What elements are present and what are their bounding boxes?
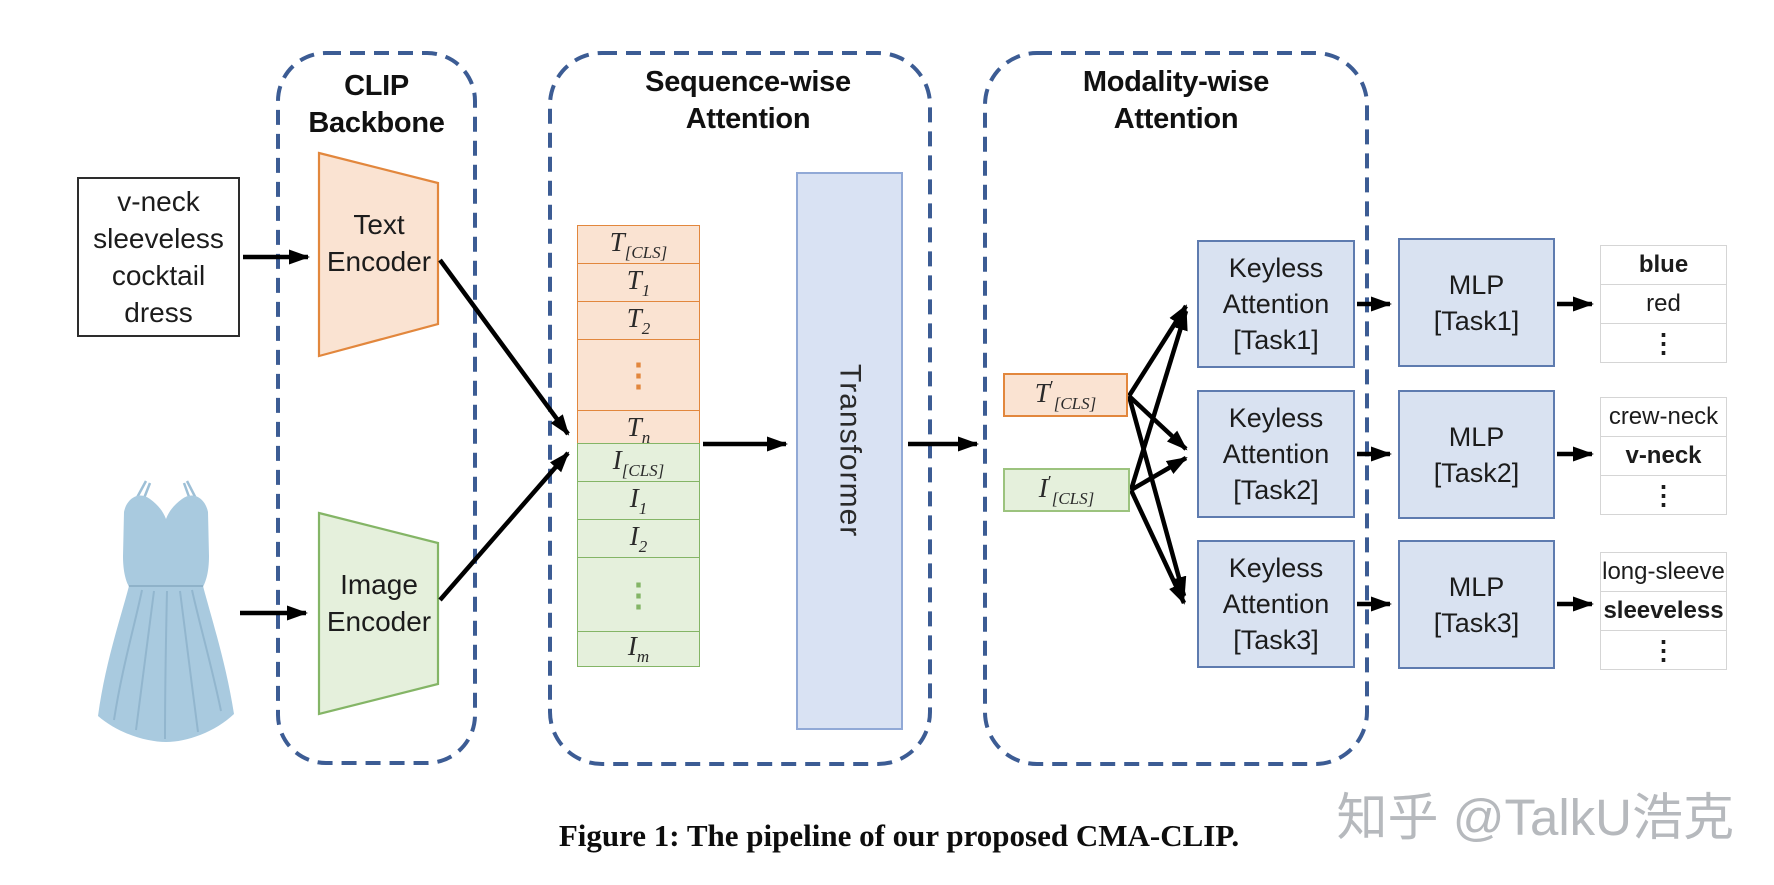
label-line: Text <box>353 209 405 240</box>
clip-backbone-outline <box>276 51 477 765</box>
sequence-attention-title: Sequence-wise Attention <box>558 64 938 138</box>
token-cell-t2: T2 <box>578 301 699 339</box>
label-line: Image <box>340 569 418 600</box>
input-text-line: v-neck <box>117 186 200 217</box>
token-cell-tn: Tn <box>578 410 699 448</box>
mlp-task2: MLP [Task2] <box>1398 390 1555 519</box>
box-label-line: [Task1] <box>1433 305 1520 336</box>
token-cell-t-ellipsis: ⋮ <box>578 339 699 410</box>
token-label: I′[CLS] <box>1038 471 1095 508</box>
box-label-line: [Task2] <box>1433 457 1520 488</box>
label-line: Encoder <box>326 246 432 277</box>
text-encoder-label: Text Encoder <box>319 206 439 280</box>
figure-caption: Figure 1: The pipeline of our proposed C… <box>558 818 1240 853</box>
output-row: red <box>1601 284 1726 323</box>
token-cell-i2: I2 <box>578 519 699 557</box>
token-label: T2 <box>626 302 651 338</box>
output-table-task3: long-sleeve sleeveless ⋮ <box>1600 552 1727 670</box>
arrow-tcls-to-task2 <box>1127 394 1188 451</box>
box-label-line: MLP <box>1448 571 1505 602</box>
mlp-task3: MLP [Task3] <box>1398 540 1555 669</box>
token-cell-i-ellipsis: ⋮ <box>578 557 699 631</box>
transformer-box: Transformer <box>796 172 903 730</box>
mlp-task1: MLP [Task1] <box>1398 238 1555 367</box>
token-cell-t-cls: T[CLS] <box>578 226 699 263</box>
box-label-line: MLP <box>1448 269 1505 300</box>
box-label-line: [Task3] <box>1433 607 1520 638</box>
output-row: sleeveless <box>1601 591 1726 630</box>
title-line: Backbone <box>308 107 445 139</box>
dress-image <box>98 480 234 742</box>
output-table-task2: crew-neck v-neck ⋮ <box>1600 397 1727 515</box>
keyless-attention-task2: Keyless Attention [Task2] <box>1197 390 1355 518</box>
token-label: I2 <box>629 520 648 556</box>
box-label-line: [Task2] <box>1233 475 1319 505</box>
flow-arrows <box>240 249 1594 621</box>
box-label-line: Attention <box>1222 439 1330 469</box>
output-row-ellipsis: ⋮ <box>1601 323 1726 362</box>
output-row: crew-neck <box>1608 403 1719 430</box>
vertical-ellipsis: ⋮ <box>622 576 655 613</box>
token-label: Tn <box>626 411 651 447</box>
token-cell-i1: I1 <box>578 481 699 519</box>
title-line: Attention <box>685 103 811 135</box>
arrow-tcls-to-task1 <box>1127 304 1188 398</box>
modality-attention-outline <box>983 51 1369 766</box>
box-label-line: Keyless <box>1228 253 1324 283</box>
arrow-icls-to-task2 <box>1129 456 1188 492</box>
output-row: blue <box>1638 251 1689 278</box>
output-row: v-neck <box>1601 436 1726 475</box>
box-label-line: MLP <box>1448 421 1505 452</box>
token-label: I1 <box>629 482 648 518</box>
i-cls-token: I′[CLS] <box>1003 468 1130 512</box>
vertical-ellipsis: ⋮ <box>622 357 655 393</box>
input-text-box: v-neck sleeveless cocktail dress <box>77 177 240 337</box>
token-cell-t1: T1 <box>578 263 699 301</box>
output-row-ellipsis: ⋮ <box>1601 475 1726 514</box>
label-line: Encoder <box>326 606 432 637</box>
keyless-attention-task3: Keyless Attention [Task3] <box>1197 540 1355 668</box>
title-line: Modality-wise <box>1082 66 1270 98</box>
output-table-task1: blue red ⋮ <box>1600 245 1727 363</box>
box-label-line: [Task3] <box>1233 625 1319 655</box>
token-cell-i-cls: I[CLS] <box>578 444 699 481</box>
transformer-label: Transformer <box>833 364 867 538</box>
arrow-imageenc-to-stack <box>438 451 570 602</box>
box-label-line: Attention <box>1222 589 1330 619</box>
image-token-stack: I[CLS] I1 I2 ⋮ Im <box>577 443 700 667</box>
box-label-line: Attention <box>1222 289 1330 319</box>
input-text-line: sleeveless <box>93 223 224 254</box>
arrow-icls-to-task1 <box>1128 309 1189 491</box>
token-label: T1 <box>626 264 651 300</box>
t-cls-token: T′[CLS] <box>1003 373 1128 417</box>
token-label: T[CLS] <box>609 226 668 262</box>
image-encoder-shape <box>317 511 440 716</box>
title-line: Attention <box>1113 103 1239 135</box>
text-token-stack: T[CLS] T1 T2 ⋮ Tn <box>577 225 700 449</box>
token-label: I[CLS] <box>612 444 665 480</box>
box-label-line: Keyless <box>1228 403 1324 433</box>
token-label: Im <box>627 631 650 666</box>
token-label: T′[CLS] <box>1034 376 1097 413</box>
input-text-line: cocktail <box>111 260 206 291</box>
output-row-ellipsis: ⋮ <box>1601 630 1726 669</box>
image-encoder-label: Image Encoder <box>319 566 439 640</box>
arrow-textenc-to-stack <box>438 258 570 436</box>
keyless-attention-task1: Keyless Attention [Task1] <box>1197 240 1355 368</box>
input-text-line: dress <box>124 297 193 328</box>
token-cell-im: Im <box>578 631 699 666</box>
title-line: Sequence-wise <box>645 66 851 98</box>
clip-backbone-title: CLIP Backbone <box>278 68 475 142</box>
text-encoder-shape <box>317 151 440 358</box>
output-row: long-sleeve <box>1602 558 1725 585</box>
title-line: CLIP <box>344 70 409 102</box>
arrow-tcls-to-task3 <box>1126 395 1187 598</box>
watermark-text: 知乎 @TalkU浩克 <box>1336 789 1734 846</box>
modality-attention-title: Modality-wise Attention <box>985 64 1367 138</box>
box-label-line: Keyless <box>1228 553 1324 583</box>
box-label-line: [Task1] <box>1233 325 1319 355</box>
arrow-icls-to-task3 <box>1128 489 1187 605</box>
